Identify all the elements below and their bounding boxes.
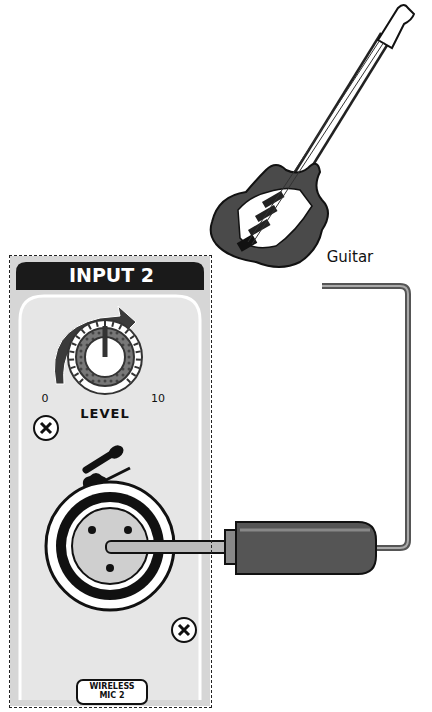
cable [322, 286, 408, 548]
inner-panel [20, 296, 200, 700]
input-panel: INPUT 2 WIRELESS MIC 2 [9, 255, 212, 708]
guitar-label: Guitar [327, 248, 374, 266]
knob-scale [68, 320, 142, 394]
wireless-badge: WIRELESS MIC 2 [76, 679, 148, 705]
scale-min: 0 [42, 392, 49, 405]
knob-ticks [69, 321, 141, 382]
scale-max: 10 [151, 392, 165, 405]
screw [172, 618, 196, 642]
mic-icon [86, 443, 126, 470]
panel-ground [10, 256, 210, 706]
cable [322, 286, 408, 548]
knob-label: LEVEL [80, 406, 129, 421]
screw [34, 416, 58, 440]
jack-plug [106, 522, 376, 574]
badge-text: WIRELESS MIC 2 [78, 681, 146, 703]
knob-pointer [103, 326, 108, 357]
panel-title: INPUT 2 [10, 265, 213, 286]
electric-guitar [211, 5, 414, 267]
